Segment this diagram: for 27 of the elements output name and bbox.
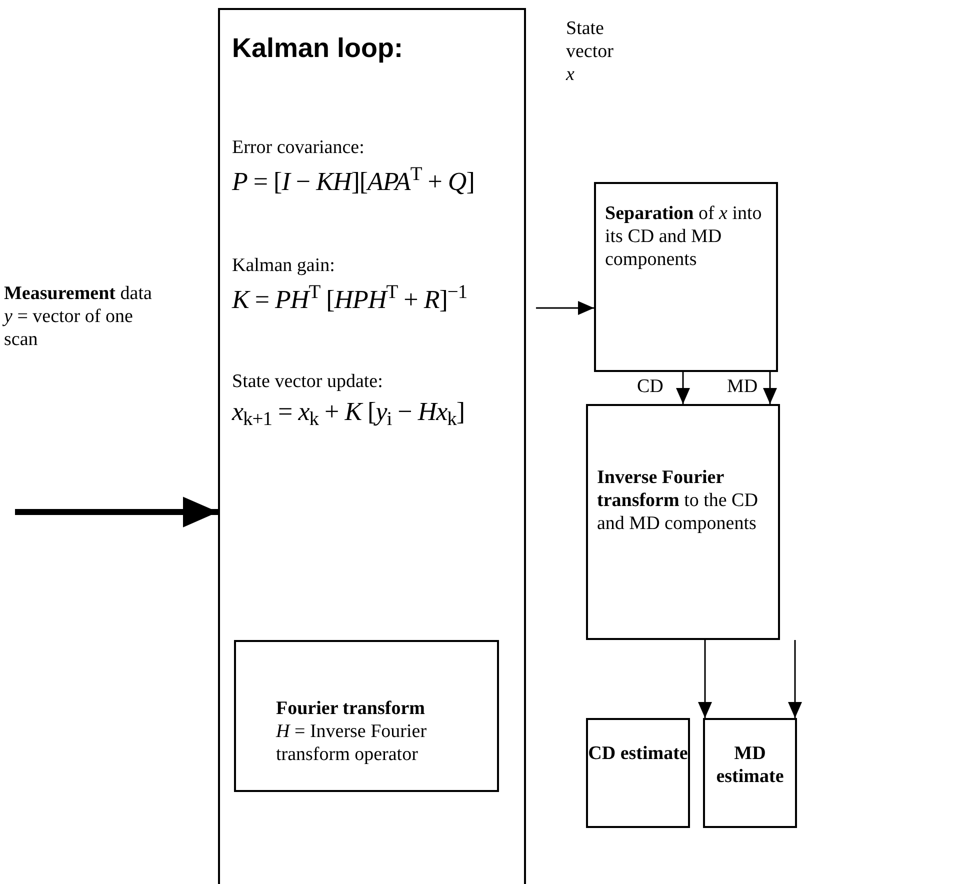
process-box [586, 718, 690, 828]
loop-container [218, 8, 526, 884]
arrow [536, 301, 594, 315]
formula: K = PH$^{T}$ [HPH$^{T}$ + R]$^{−1}$ [232, 281, 468, 316]
box-text: CD estimate [588, 742, 688, 765]
arrow [15, 496, 218, 528]
process-box [234, 640, 499, 792]
box-text: Separation of x into its CD and MD components [605, 202, 763, 271]
process-box [703, 718, 797, 828]
formula: x$_{k+1}$ = x$_{k}$ + K [y$_{i}$ − Hx$_{k}$] [232, 396, 465, 431]
process-box [594, 182, 778, 372]
arrow [788, 640, 802, 718]
formula-caption: State vector update: [232, 370, 383, 394]
arrow [763, 372, 777, 404]
arrow [676, 372, 690, 404]
box-text: MD estimate [715, 742, 785, 788]
input-label: Measurement data y = vector of one scan [4, 282, 153, 351]
formula-caption: Error covariance: [232, 136, 364, 160]
output-label: State vector x [566, 17, 614, 86]
box-text: H = Inverse Fourier transform operator [276, 720, 428, 766]
box-heading: Fourier transform [276, 697, 426, 720]
box-text: Inverse Fourier transform to the CD and MD components [597, 466, 759, 535]
formula-caption: Kalman gain: [232, 254, 335, 278]
process-box [586, 404, 780, 640]
formula: P = [I − KH][APA$^{T}$ + Q] [232, 163, 474, 198]
arrow [698, 640, 712, 718]
box-heading: Kalman loop: [232, 32, 404, 65]
